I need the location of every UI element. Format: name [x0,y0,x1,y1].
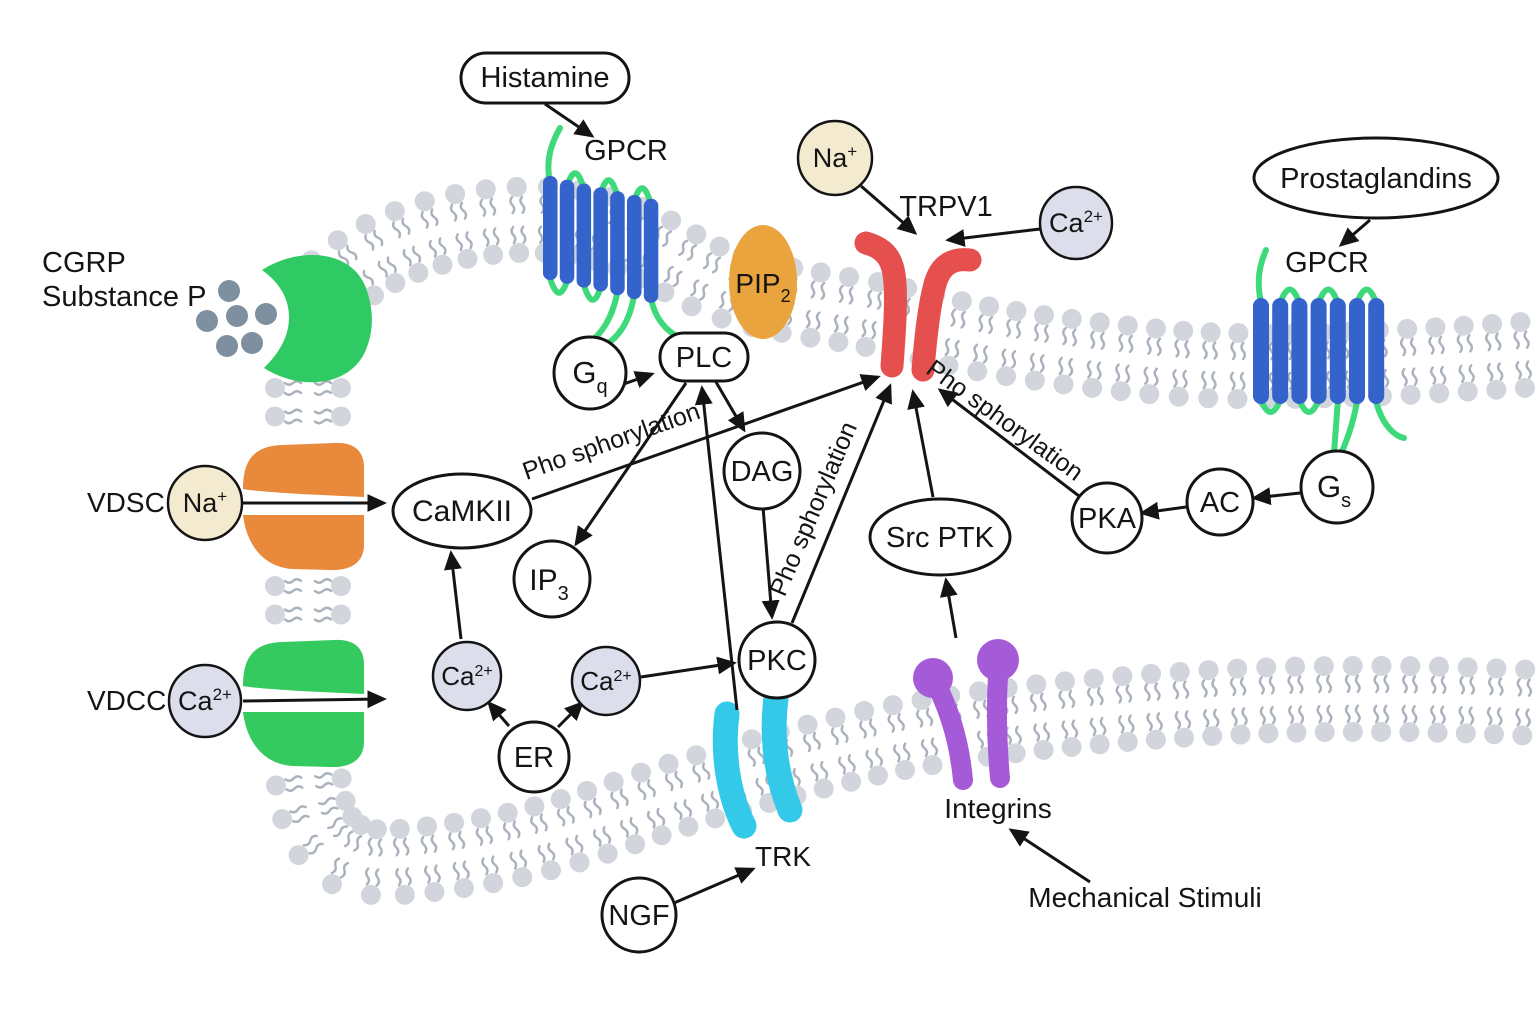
integrins-label: Integrins [944,793,1051,824]
arrow-mechanical-to-integrins [1008,828,1091,884]
arrow-gq-to-plc [620,371,655,388]
mechanical-stimuli-label: Mechanical Stimuli [1028,882,1261,913]
ip3-label: IP3 [529,564,568,605]
arrow-ca-through-vdcc [242,690,387,709]
pip2-label: PIP2 [735,268,790,306]
src-ptk-label: Src PTK [886,522,995,554]
arrow-pka-to-trpv1 [937,388,1080,498]
gs-label: Gs [1317,469,1351,512]
signaling-nodes [166,51,1500,954]
gpcr-left-protein [543,125,683,349]
arrow-camkii-to-trpv1 [531,374,881,501]
integrins-protein [913,639,1019,790]
arrow-er-to-ca-left [487,700,511,727]
node-ngf [600,876,678,954]
arrow-prostaglandins-to-gpcr [1338,218,1371,247]
node-src-ptk [868,497,1012,577]
arrow-er-to-ca-mid [556,700,585,729]
arrow-integrins-to-src [939,577,958,639]
node-camkii [391,472,533,550]
node-ip3 [512,539,592,619]
trpv1-label: TRPV1 [899,191,992,223]
prostaglandins-ellipse [1252,136,1500,220]
gpcr-right-label: GPCR [1285,247,1369,279]
cgrp-substance-p-receptor [262,255,372,383]
node-gs [1299,449,1375,525]
vdsc-label: VDSC [87,487,165,518]
ca-ion-mid-label: Ca2+ [580,666,632,696]
arrow-ngf-to-trk [673,867,756,905]
vdcc-label: VDCC [87,685,166,716]
ca-ion-left [431,640,503,712]
arrow-ca-to-camkii [444,550,463,640]
trpv1-channel [854,231,982,382]
ngf-label: NGF [608,900,669,932]
arrow-plc-to-dag [714,381,746,433]
camkii-label: CaMKII [412,495,512,528]
arrow-histamine-to-gpcr [544,102,595,138]
node-dag [722,431,802,511]
ca-ion-vdcc-label: Ca2+ [178,685,232,716]
cgrp-label-line2: Substance P [42,281,206,313]
arrow-gs-to-ac [1251,487,1301,506]
plc-label: PLC [676,342,732,374]
pip2-lipid [729,225,797,339]
arrow-trk-to-plc [694,385,739,711]
gq-label: Gq [572,355,607,398]
gpcr-left-label: GPCR [584,135,668,167]
pathway-arrows [242,102,1371,905]
node-ac [1185,467,1255,537]
arrow-dag-to-pkc [761,506,780,620]
node-pka [1070,481,1144,555]
pkc-label: PKC [747,645,807,677]
vdcc-channel [243,639,364,768]
histamine-capsule [459,51,631,105]
trk-receptor [712,685,803,839]
cgrp-label-line1: CGRP [42,247,126,279]
node-er [497,720,571,794]
node-plc [658,331,750,383]
prostaglandins-label: Prostaglandins [1280,163,1472,195]
dag-label: DAG [731,456,794,488]
pka-label: PKA [1078,503,1137,535]
ca-ion-top-right [1038,185,1114,261]
arrow-ac-to-pka [1139,501,1187,520]
node-gq [552,335,628,411]
ca-ion-vdcc [167,663,243,739]
er-label: ER [514,742,554,774]
ca-ion-top-label: Ca2+ [1049,207,1103,238]
arrow-na-to-trpv1 [860,184,918,235]
ca-ion-mid [570,645,642,717]
na-ion-vdsc [166,464,244,542]
arrow-ca-to-trpv1 [945,227,1041,247]
na-ion-top-label: Na+ [813,142,858,173]
na-ion-vdsc-label: Na+ [183,487,228,518]
arrow-pkc-to-trpv1 [790,383,892,624]
histamine-label: Histamine [481,62,610,94]
ca-ion-left-label: Ca2+ [441,661,493,691]
trk-label: TRK [755,841,811,872]
node-pkc [737,620,817,700]
ac-label: AC [1200,487,1240,519]
na-ion-top [796,119,874,197]
arrow-src-to-trpv1 [907,389,935,498]
neuropeptide-vesicle-dots [196,280,277,357]
vdsc-channel [243,442,364,571]
arrow-ca-to-pkc [640,656,737,679]
